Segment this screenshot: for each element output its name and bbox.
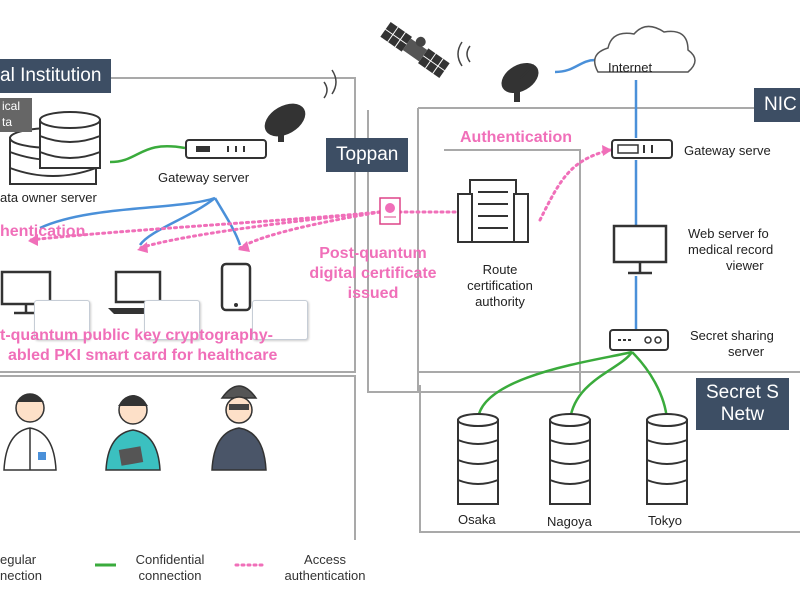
region-tag-medical-institution: al Institution bbox=[0, 59, 112, 93]
confidential-connections bbox=[109, 145, 669, 421]
tablet-icon bbox=[220, 262, 252, 312]
secret-sharing-server-icon bbox=[609, 329, 669, 351]
legend-confidential-line1: Confidential bbox=[135, 552, 205, 567]
route-ca-label: Route certification authority bbox=[455, 262, 545, 310]
toppan-border bbox=[367, 110, 581, 393]
gateway-server-right-label: Gateway serve bbox=[684, 143, 771, 158]
post-quantum-certificate-line2: digital certificate bbox=[309, 265, 437, 282]
internet-cloud-icon bbox=[593, 25, 696, 73]
confidential-connection-osaka bbox=[476, 350, 633, 421]
region-tag-secret-sharing-line2: Netw bbox=[720, 404, 765, 425]
access-authentication-lines bbox=[28, 148, 612, 250]
gateway-server-right-icon bbox=[611, 139, 673, 159]
web-server-line2: medical record bbox=[688, 242, 774, 257]
nagoya-label: Nagoya bbox=[547, 514, 592, 529]
secret-sharing-server-line2: server bbox=[728, 344, 765, 359]
field-worker-figure-icon bbox=[211, 385, 267, 471]
pki-smart-card-3 bbox=[252, 300, 308, 340]
regular-connections bbox=[39, 58, 638, 330]
gateway-server-left-label: Gateway server bbox=[158, 170, 250, 185]
desktop-monitor-icon bbox=[0, 270, 52, 315]
tokyo-database-icon bbox=[646, 413, 688, 505]
pki-smart-card-label: t-quantum public key cryptography- abled… bbox=[0, 326, 277, 366]
auth-line-certificate-tablet bbox=[238, 210, 382, 250]
web-server-monitor-icon bbox=[612, 224, 668, 275]
pki-smart-card-2 bbox=[144, 300, 200, 340]
legend-access-line2: authentication bbox=[284, 568, 366, 583]
legend-regular-line1: egular bbox=[0, 552, 37, 567]
staff-area-border bbox=[0, 375, 356, 540]
route-ca-line1: Route bbox=[482, 262, 518, 277]
medical-data-tag-bg bbox=[0, 98, 32, 132]
legend-confidential-connection: Confidential connection bbox=[120, 552, 220, 584]
tokyo-label: Tokyo bbox=[648, 513, 682, 528]
auth-line-certificate-laptop bbox=[138, 210, 382, 250]
confidential-connection-owner-gateway bbox=[109, 145, 186, 164]
medical-institution-border bbox=[0, 77, 356, 373]
nurse-figure-icon bbox=[105, 395, 161, 471]
satellite-icon bbox=[380, 21, 450, 79]
auth-line-ca-gateway bbox=[538, 148, 612, 222]
secret-sharing-network-border bbox=[419, 385, 800, 533]
region-tag-secret-sharing-network: Secret S Netw bbox=[696, 378, 789, 430]
web-server-line3: viewer bbox=[726, 258, 764, 273]
region-tag-toppan: Toppan bbox=[326, 138, 409, 172]
dish-antenna-icon-right bbox=[501, 62, 539, 102]
pki-smart-card-line1: t-quantum public key cryptography- bbox=[0, 327, 273, 344]
regular-connection-desktop bbox=[39, 196, 216, 230]
authentication-label-left: hentication bbox=[0, 223, 86, 240]
auth-arrowheads bbox=[28, 145, 612, 253]
regular-connection-tablet bbox=[213, 197, 242, 246]
nagoya-database-icon bbox=[549, 413, 591, 505]
medical-data-line2: ta bbox=[2, 115, 13, 129]
signal-waves-icon bbox=[323, 41, 471, 99]
certificate-icon bbox=[379, 197, 401, 225]
osaka-database-icon bbox=[457, 413, 499, 505]
dish-antenna-icon-left bbox=[264, 103, 306, 142]
data-owner-server-icon bbox=[9, 111, 101, 185]
medical-data-line1: ical bbox=[2, 99, 21, 113]
internet-label: Internet bbox=[608, 60, 653, 75]
route-ca-line2: certification bbox=[467, 278, 533, 293]
region-tag-nict: NIC bbox=[754, 88, 800, 122]
region-tag-secret-sharing-line1: Secret S bbox=[706, 382, 779, 403]
web-server-label: Web server fo medical record viewer bbox=[688, 226, 800, 274]
legend-regular-line2: nection bbox=[0, 568, 42, 583]
doctor-figure-icon bbox=[3, 393, 57, 471]
route-ca-line3: authority bbox=[475, 294, 525, 309]
data-owner-server-label: ata owner server bbox=[0, 190, 97, 205]
authentication-label-top: Authentication bbox=[460, 129, 572, 146]
gateway-server-left-icon bbox=[185, 139, 267, 159]
regular-connection-satellite-internet bbox=[554, 58, 596, 74]
pki-smart-card-line2: abled PKI smart card for healthcare bbox=[8, 347, 278, 364]
confidential-connection-nagoya bbox=[568, 351, 634, 421]
web-server-line1: Web server fo bbox=[688, 226, 769, 241]
post-quantum-certificate-line3: issued bbox=[347, 285, 399, 302]
regular-connection-laptop bbox=[138, 197, 216, 246]
confidential-connection-tokyo bbox=[631, 351, 669, 421]
secret-sharing-server-label: Secret sharing server bbox=[690, 328, 800, 360]
legend-regular-connection: egular nection bbox=[0, 552, 42, 584]
route-certification-authority-icon bbox=[457, 179, 529, 243]
post-quantum-certificate-label: Post-quantum digital certificate issued bbox=[283, 244, 463, 304]
legend-access-authentication: Access authentication bbox=[270, 552, 380, 584]
pki-smart-card-1 bbox=[34, 300, 90, 340]
medical-data-label: ical ta bbox=[2, 98, 20, 130]
legend-access-line1: Access bbox=[304, 552, 346, 567]
osaka-label: Osaka bbox=[458, 512, 496, 527]
secret-sharing-server-line1: Secret sharing bbox=[690, 328, 774, 343]
post-quantum-certificate-line1: Post-quantum bbox=[319, 245, 427, 262]
legend-confidential-line2: connection bbox=[138, 568, 202, 583]
